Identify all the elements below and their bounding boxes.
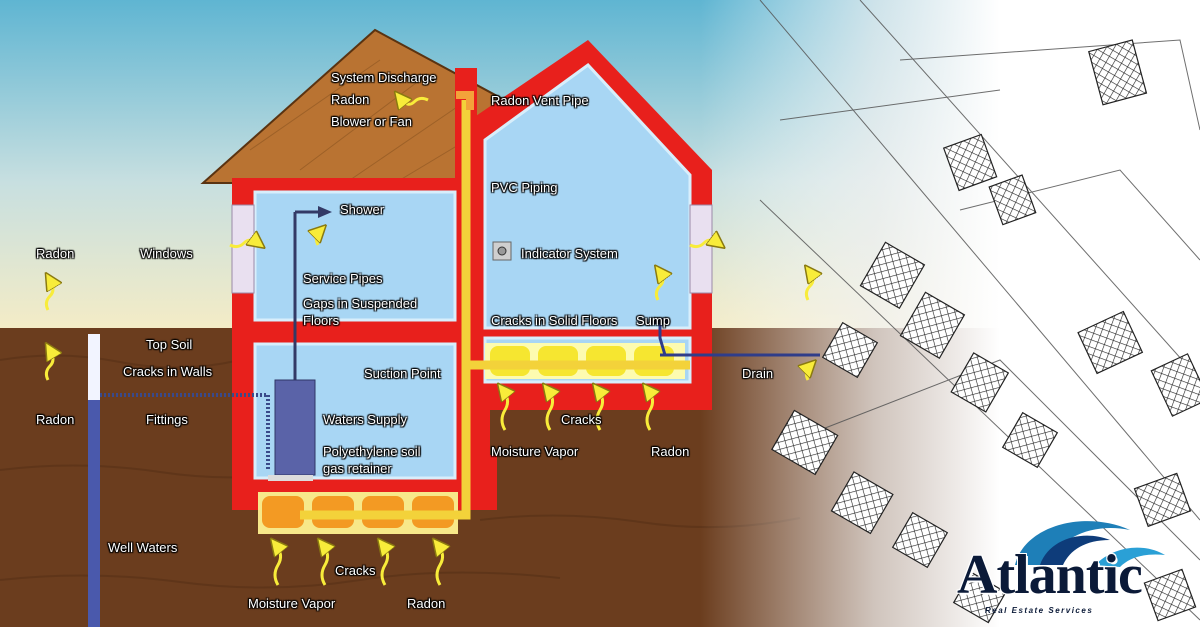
label-sump: Sump [636, 313, 670, 328]
radon-vent-pipe [300, 91, 690, 520]
label-moisture-vapor-right: Moisture Vapor [491, 444, 579, 459]
label-radon-right: Radon [651, 444, 690, 459]
windows [231, 204, 713, 294]
label-top-soil: Top Soil [146, 337, 193, 352]
gravel-bed-lower [258, 492, 458, 534]
sump-cap [652, 318, 668, 324]
label-waters-supply: Waters Supply [323, 412, 408, 427]
well [88, 334, 100, 627]
cadastral-map [700, 0, 1200, 627]
label-windows: Windows [140, 246, 193, 261]
water-pipe [100, 206, 332, 481]
label-radon-left: Radon [36, 246, 75, 261]
atlantic-logo: Atlantic Real Estate Services [945, 505, 1195, 623]
logo-wordmark: Atlantic [957, 544, 1143, 606]
label-pvc-piping: PVC Piping [491, 180, 558, 195]
label-cracks-bottom: Cracks [335, 563, 376, 578]
label-system-discharge: System Discharge [331, 70, 437, 85]
logo-subtitle: Real Estate Services [985, 606, 1094, 615]
label-radon-vent-pipe: Radon Vent Pipe [491, 93, 589, 108]
label-cracks-in-walls: Cracks in Walls [123, 364, 213, 379]
label-fittings: Fittings [146, 412, 188, 427]
label-radon-bottom: Radon [407, 596, 446, 611]
label-service-pipes: Service Pipes [303, 271, 383, 286]
label-radon-top: Radon [331, 92, 370, 107]
label-cracks-solid-floors: Cracks in Solid Floors [491, 313, 618, 328]
label-radon-ground-left: Radon [36, 412, 75, 427]
label-gaps-line1: Gaps in Suspended [303, 296, 418, 311]
label-well-waters: Well Waters [108, 540, 178, 555]
label-shower: Shower [340, 202, 385, 217]
wave-icon [1015, 521, 1165, 567]
label-gaps-line2: Floors [303, 313, 340, 328]
label-moisture-vapor-bottom: Moisture Vapor [248, 596, 336, 611]
label-poly-line1: Polyethylene soil [323, 444, 421, 459]
label-cracks-right: Cracks [561, 412, 602, 427]
label-poly-line2: gas retainer [323, 461, 392, 476]
drain-pipe [658, 322, 820, 357]
label-blower-fan: Blower or Fan [331, 114, 412, 129]
label-drain: Drain [742, 366, 774, 381]
label-indicator-system: Indicator System [521, 246, 618, 261]
radon-flow-arrows [46, 98, 813, 586]
label-suction-point: Suction Point [364, 366, 441, 381]
